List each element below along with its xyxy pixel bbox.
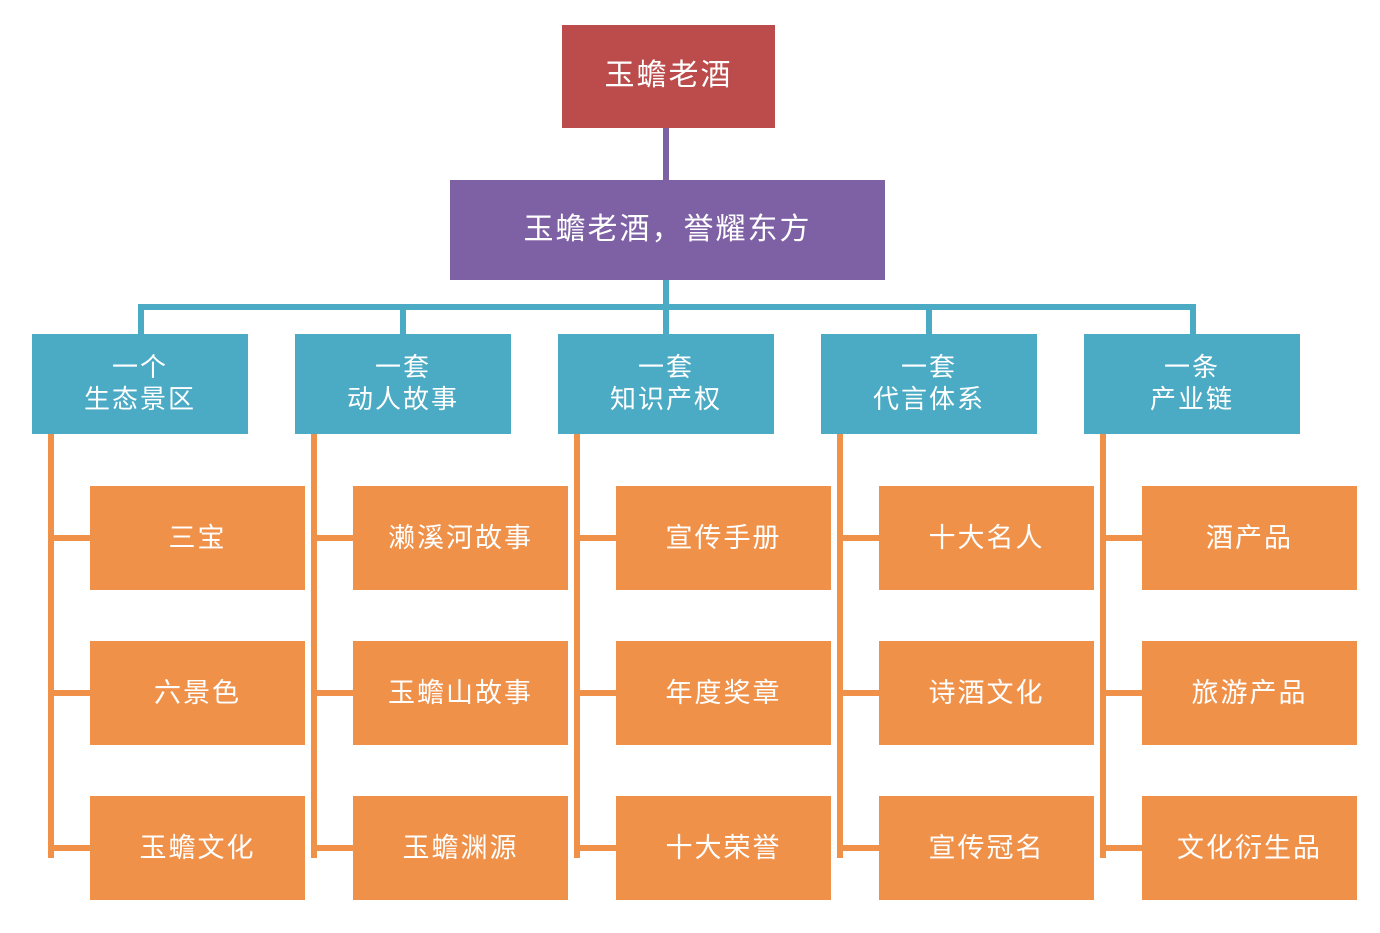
connector-stub-3-3 xyxy=(574,845,618,851)
leaf-node-3-2[interactable]: 年度奖章 xyxy=(616,641,831,745)
connector-bus-drop-4 xyxy=(926,304,932,334)
leaf-node-1-2[interactable]: 六景色 xyxy=(90,641,305,745)
leaf-node-5-1-label: 酒产品 xyxy=(1206,522,1293,553)
branch-node-5-line1: 一条 xyxy=(1163,353,1220,383)
branch-node-4-line1: 一套 xyxy=(900,353,957,383)
leaf-node-2-3[interactable]: 玉蟾渊源 xyxy=(353,796,568,900)
connector-slogan-drop xyxy=(663,280,669,306)
branch-node-3-line1: 一套 xyxy=(637,353,694,383)
branch-node-1-line1: 一个 xyxy=(111,353,168,383)
leaf-node-4-3[interactable]: 宣传冠名 xyxy=(879,796,1094,900)
connector-stub-4-3 xyxy=(837,845,881,851)
branch-node-2[interactable]: 一套 动人故事 xyxy=(295,334,511,434)
leaf-node-2-2-label: 玉蟾山故事 xyxy=(388,677,533,708)
leaf-node-1-1-label: 三宝 xyxy=(168,522,227,553)
leaf-node-3-1[interactable]: 宣传手册 xyxy=(616,486,831,590)
branch-node-5-line2: 产业链 xyxy=(1149,385,1234,414)
leaf-node-4-3-label: 宣传冠名 xyxy=(928,832,1045,863)
leaf-node-4-1[interactable]: 十大名人 xyxy=(879,486,1094,590)
connector-stub-1-2 xyxy=(48,690,92,696)
connector-root-to-slogan xyxy=(663,128,669,180)
branch-node-4-line2: 代言体系 xyxy=(872,385,985,414)
branch-node-5[interactable]: 一条 产业链 xyxy=(1084,334,1300,434)
connector-stub-1-3 xyxy=(48,845,92,851)
leaf-node-3-1-label: 宣传手册 xyxy=(665,522,782,553)
leaf-node-4-2-label: 诗酒文化 xyxy=(928,677,1045,708)
branch-node-1[interactable]: 一个 生态景区 xyxy=(32,334,248,434)
branch-node-3[interactable]: 一套 知识产权 xyxy=(558,334,774,434)
leaf-node-5-1[interactable]: 酒产品 xyxy=(1142,486,1357,590)
leaf-node-1-2-label: 六景色 xyxy=(154,677,241,708)
connector-spine-1 xyxy=(48,434,54,858)
branch-node-2-line2: 动人故事 xyxy=(346,385,459,414)
leaf-node-3-3[interactable]: 十大荣誉 xyxy=(616,796,831,900)
branch-node-3-line2: 知识产权 xyxy=(609,385,722,414)
leaf-node-4-1-label: 十大名人 xyxy=(928,522,1045,553)
connector-stub-3-2 xyxy=(574,690,618,696)
connector-stub-2-3 xyxy=(311,845,355,851)
leaf-node-5-2-label: 旅游产品 xyxy=(1191,677,1308,708)
connector-bus-drop-5 xyxy=(1190,304,1196,334)
connector-spine-5 xyxy=(1100,434,1106,858)
leaf-node-1-3-label: 玉蟾文化 xyxy=(139,832,256,863)
connector-stub-4-1 xyxy=(837,535,881,541)
connector-stub-2-2 xyxy=(311,690,355,696)
leaf-node-2-1-label: 濑溪河故事 xyxy=(388,522,533,553)
connector-bus-drop-3 xyxy=(663,304,669,334)
root-node[interactable]: 玉蟾老酒 xyxy=(562,25,775,128)
leaf-node-1-1[interactable]: 三宝 xyxy=(90,486,305,590)
connector-stub-2-1 xyxy=(311,535,355,541)
slogan-node[interactable]: 玉蟾老酒，誉耀东方 xyxy=(450,180,885,280)
connector-stub-3-1 xyxy=(574,535,618,541)
root-node-label: 玉蟾老酒 xyxy=(604,59,733,93)
slogan-node-label: 玉蟾老酒，誉耀东方 xyxy=(523,212,812,246)
connector-stub-1-1 xyxy=(48,535,92,541)
connector-stub-4-2 xyxy=(837,690,881,696)
connector-bus-drop-1 xyxy=(138,304,144,334)
connector-stub-5-3 xyxy=(1100,845,1144,851)
leaf-node-5-2[interactable]: 旅游产品 xyxy=(1142,641,1357,745)
connector-bus-drop-2 xyxy=(400,304,406,334)
connector-spine-2 xyxy=(311,434,317,858)
leaf-node-5-3[interactable]: 文化衍生品 xyxy=(1142,796,1357,900)
leaf-node-3-3-label: 十大荣誉 xyxy=(665,832,782,863)
branch-node-4[interactable]: 一套 代言体系 xyxy=(821,334,1037,434)
leaf-node-5-3-label: 文化衍生品 xyxy=(1177,832,1322,863)
connector-stub-5-2 xyxy=(1100,690,1144,696)
connector-spine-3 xyxy=(574,434,580,858)
leaf-node-2-2[interactable]: 玉蟾山故事 xyxy=(353,641,568,745)
leaf-node-1-3[interactable]: 玉蟾文化 xyxy=(90,796,305,900)
connector-stub-5-1 xyxy=(1100,535,1144,541)
leaf-node-4-2[interactable]: 诗酒文化 xyxy=(879,641,1094,745)
branch-node-2-line1: 一套 xyxy=(374,353,431,383)
connector-spine-4 xyxy=(837,434,843,858)
leaf-node-2-3-label: 玉蟾渊源 xyxy=(402,832,519,863)
leaf-node-3-2-label: 年度奖章 xyxy=(665,677,782,708)
leaf-node-2-1[interactable]: 濑溪河故事 xyxy=(353,486,568,590)
branch-node-1-line2: 生态景区 xyxy=(83,385,196,414)
